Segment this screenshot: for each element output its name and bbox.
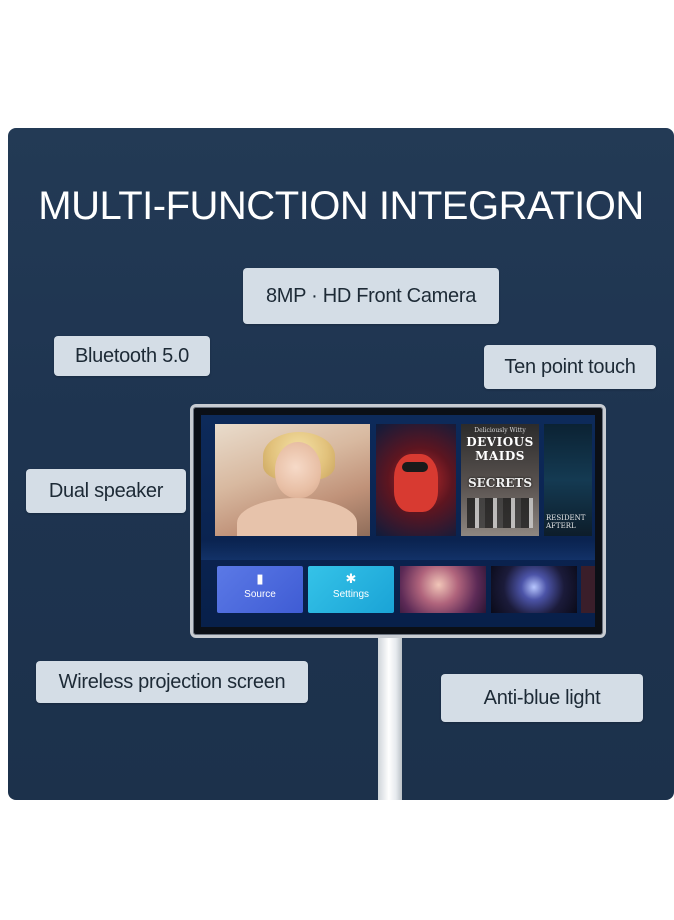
feature-banner: MULTI-FUNCTION INTEGRATION 8MP · HD Fron… <box>8 128 674 800</box>
source-button[interactable]: ▮ Source <box>217 566 303 613</box>
feature-camera: 8MP · HD Front Camera <box>243 268 499 324</box>
poster-figure-shoulder <box>237 498 357 536</box>
feature-bluetooth: Bluetooth 5.0 <box>54 336 210 376</box>
poster-title-line-1: RESIDENT <box>546 514 586 522</box>
touchscreen-monitor: Deliciously Witty DEVIOUS MAIDS SECRETS … <box>190 404 606 638</box>
feature-speaker: Dual speaker <box>26 469 186 513</box>
poster-figure-face <box>275 442 321 498</box>
thumbnail-partial[interactable] <box>581 566 595 613</box>
feature-projection: Wireless projection screen <box>36 661 308 703</box>
settings-label: Settings <box>332 589 370 600</box>
poster-subtitle: SECRETS <box>467 476 533 490</box>
featured-poster[interactable] <box>215 424 370 536</box>
poster-animated[interactable] <box>376 424 456 536</box>
thumbnail-performance[interactable] <box>491 566 577 613</box>
poster-title-line-1: DEVIOUS <box>466 435 534 449</box>
source-label: Source <box>244 589 276 600</box>
poster-robot-visor <box>402 462 428 472</box>
monitor-screen: Deliciously Witty DEVIOUS MAIDS SECRETS … <box>201 415 595 627</box>
poster-cast <box>467 498 533 528</box>
feature-anti-blue-light: Anti-blue light <box>441 674 643 722</box>
poster-resident-evil[interactable]: RESIDENT AFTERL <box>544 424 592 536</box>
settings-button[interactable]: ✱ Settings <box>308 566 394 613</box>
thumbnail-portrait[interactable] <box>400 566 486 613</box>
poster-title-line-2: MAIDS <box>475 449 525 463</box>
feature-touch: Ten point touch <box>484 345 656 389</box>
stand-pole <box>378 628 402 800</box>
poster-title: RESIDENT AFTERL <box>546 514 585 530</box>
poster-title-line-2: AFTERL <box>546 522 576 530</box>
source-icon: ▮ <box>256 571 264 586</box>
gear-icon: ✱ <box>345 571 357 586</box>
poster-devious-maids[interactable]: Deliciously Witty DEVIOUS MAIDS SECRETS <box>461 424 539 536</box>
poster-tagline: Deliciously Witty <box>474 427 526 434</box>
screen-glow <box>201 540 595 560</box>
page-title: MULTI-FUNCTION INTEGRATION <box>38 184 644 228</box>
